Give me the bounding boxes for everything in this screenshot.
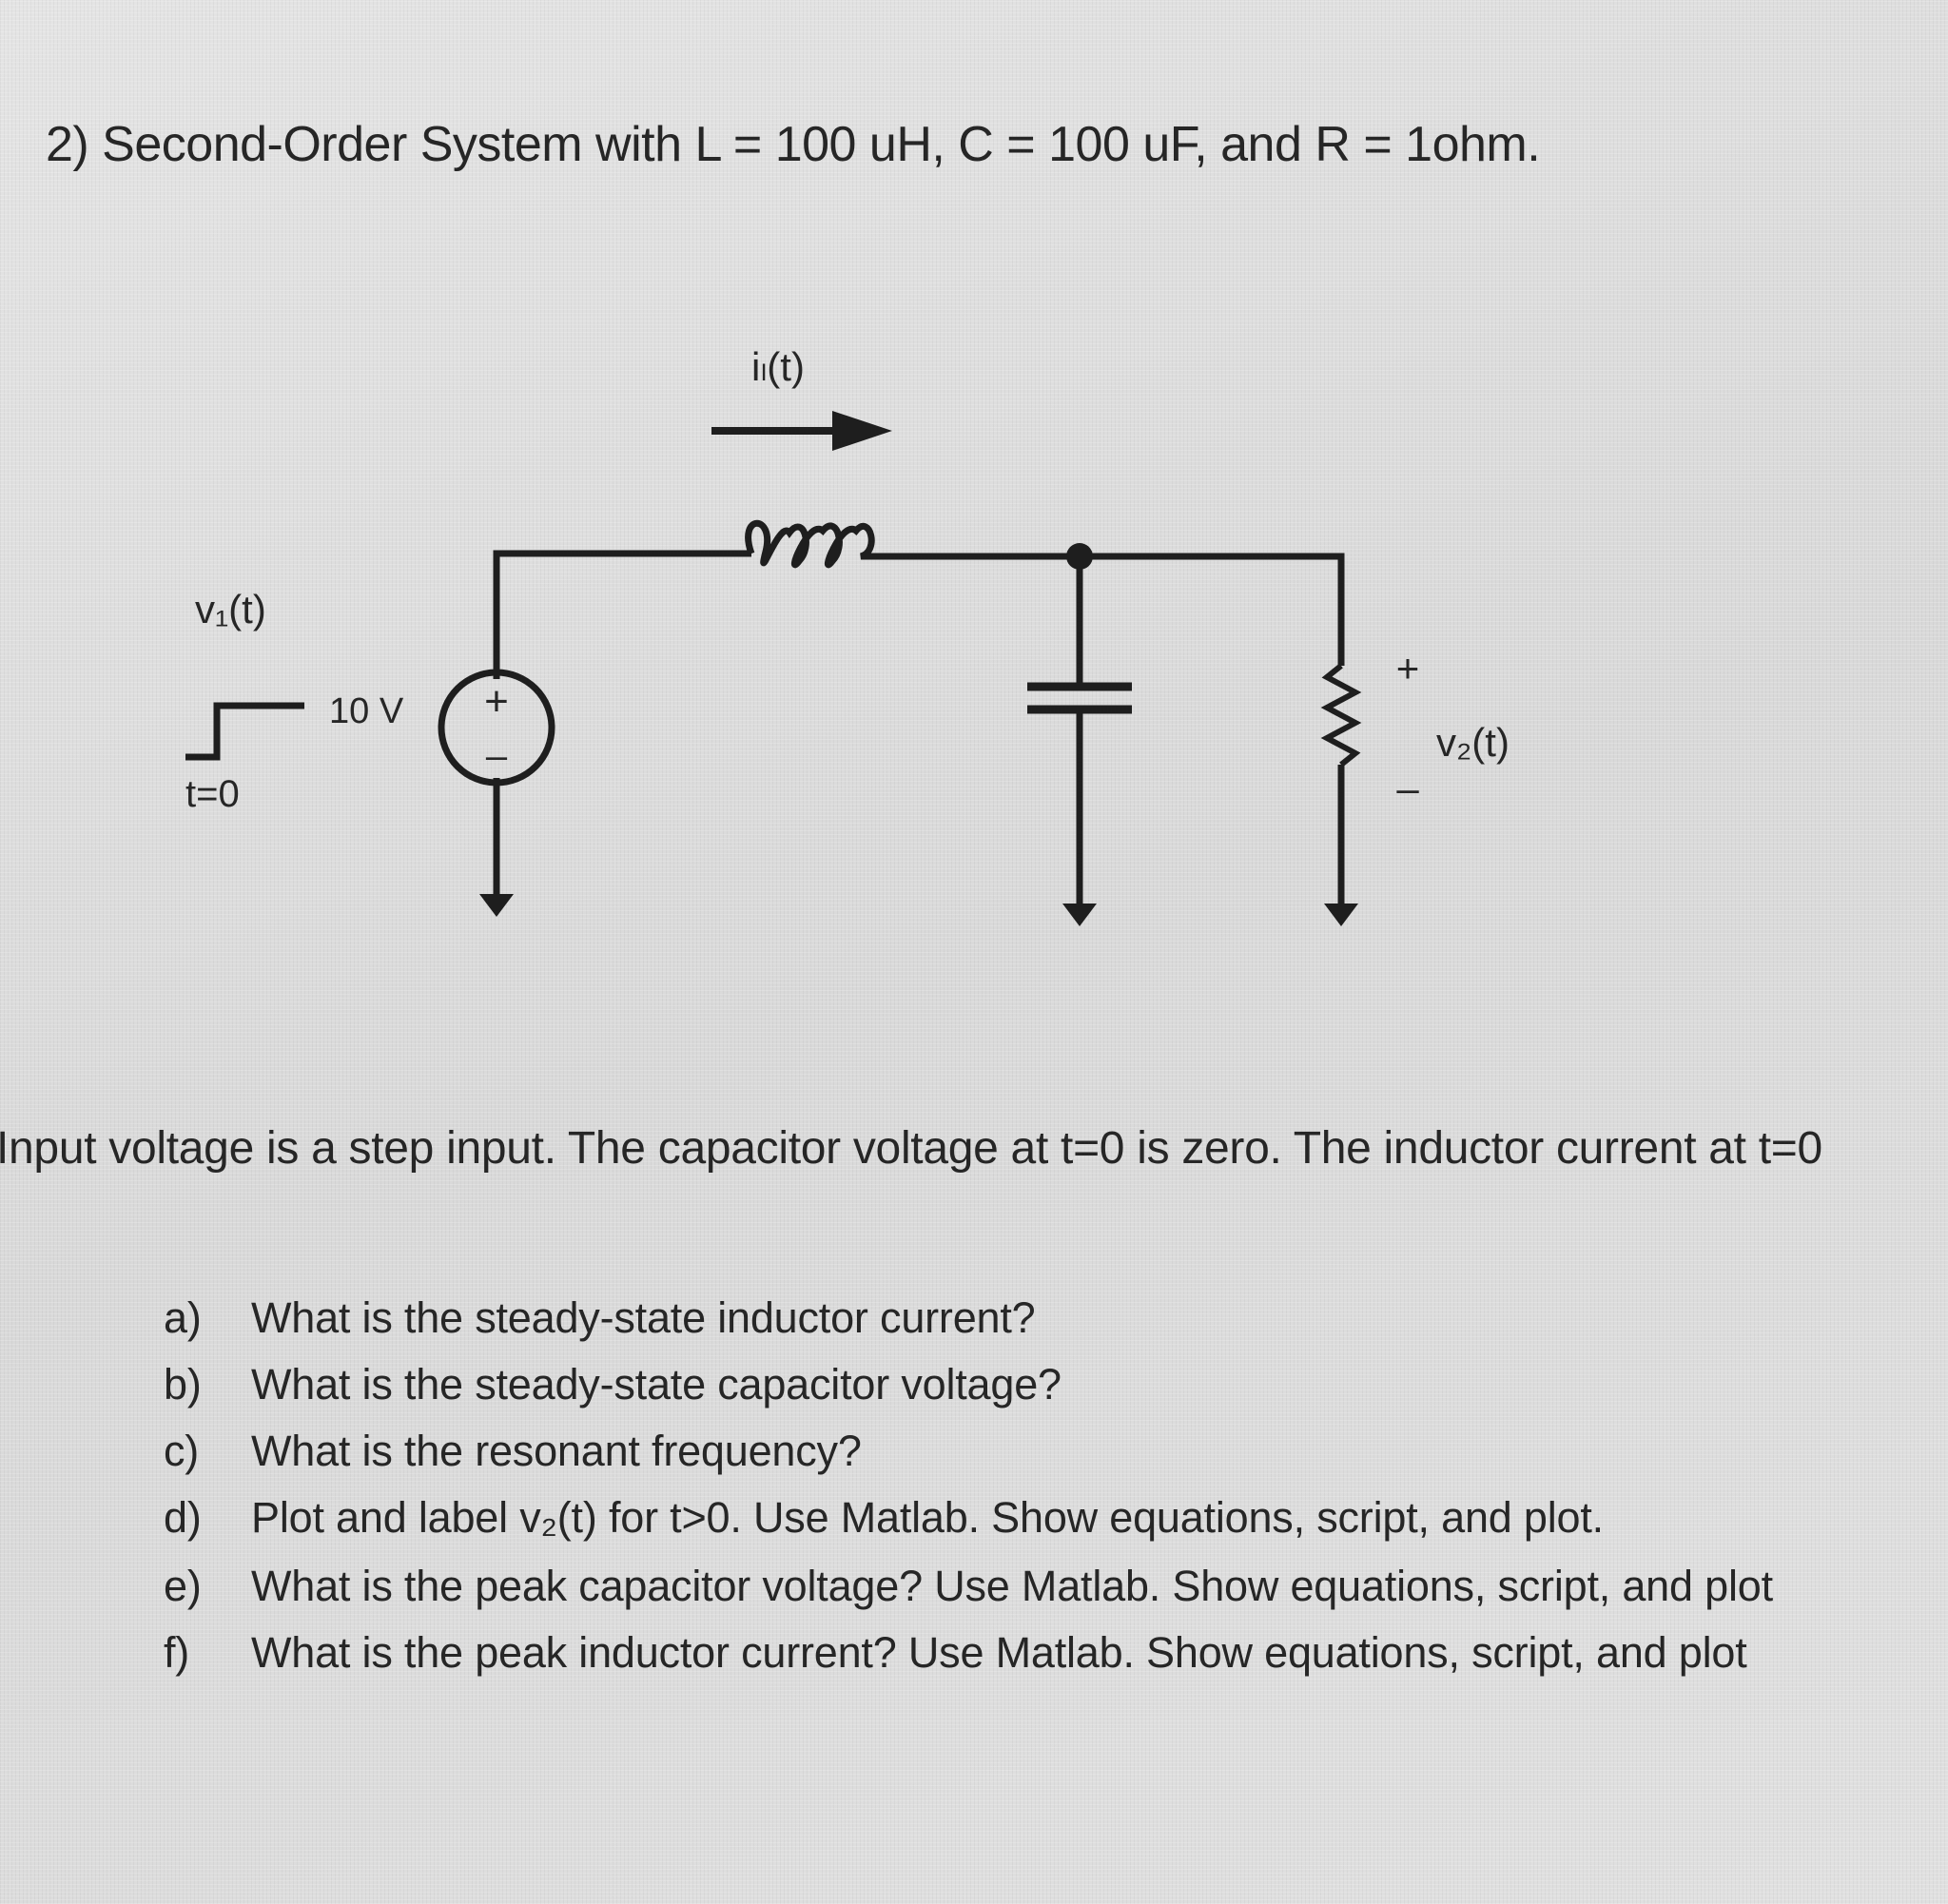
question-text: What is the steady-state inductor curren… (251, 1293, 1036, 1342)
wire-source-top (493, 550, 751, 679)
ground-icon (479, 894, 514, 917)
ground-icon (1324, 903, 1358, 926)
problem-statement: Input voltage is a step input. The capac… (0, 1123, 1822, 1174)
question-item: f) What is the peak inductor current? Use… (164, 1628, 1747, 1678)
input-voltage-label: v₁(t) (195, 587, 266, 631)
question-letter: f) (164, 1628, 190, 1677)
question-text: What is the peak inductor current? Use M… (251, 1628, 1747, 1677)
source-minus-sign: – (486, 735, 508, 777)
output-minus-sign: – (1396, 766, 1419, 810)
wire-inductor-node (885, 553, 1345, 666)
question-text: What is the resonant frequency? (251, 1427, 862, 1475)
output-voltage-label: v₂(t) (1436, 720, 1510, 765)
question-letter: e) (164, 1562, 202, 1610)
ground-icon (1062, 903, 1097, 926)
question-letter: b) (164, 1360, 202, 1409)
resistor-icon (1320, 663, 1362, 767)
current-arrow-icon (711, 411, 892, 451)
question-letter: a) (164, 1293, 202, 1342)
question-item: a) What is the steady-state inductor curr… (164, 1293, 1036, 1343)
problem-title: 2) Second-Order System with L = 100 uH, … (46, 117, 1541, 172)
question-item: d) Plot and label v₂(t) for t>0. Use Matl… (164, 1493, 1604, 1543)
question-item: b) What is the steady-state capacitor vol… (164, 1360, 1062, 1409)
circuit-diagram: iₗ(t) v₁(t) 10 V t=0 + – + – v₂(t) (185, 344, 1510, 926)
output-plus-sign: + (1396, 646, 1420, 690)
step-waveform (185, 702, 304, 761)
question-item: e) What is the peak capacitor voltage? Us… (164, 1562, 1773, 1611)
inductor-coil-icon (745, 519, 885, 568)
question-letter: d) (164, 1493, 202, 1542)
inductor-current-label: iₗ(t) (751, 344, 805, 389)
question-letter: c) (164, 1427, 200, 1475)
voltage-source-icon (438, 669, 555, 787)
junction-dot (1066, 543, 1093, 570)
question-text: Plot and label v₂(t) for t>0. Use Matlab… (251, 1493, 1604, 1542)
question-item: c) What is the resonant frequency? (164, 1427, 862, 1476)
source-plus-sign: + (484, 678, 509, 725)
question-text: What is the steady-state capacitor volta… (251, 1360, 1062, 1409)
question-text: What is the peak capacitor voltage? Use … (251, 1562, 1773, 1610)
step-amplitude-label: 10 V (329, 691, 404, 731)
step-time-label: t=0 (185, 773, 240, 815)
capacitor-icon (1027, 682, 1132, 714)
